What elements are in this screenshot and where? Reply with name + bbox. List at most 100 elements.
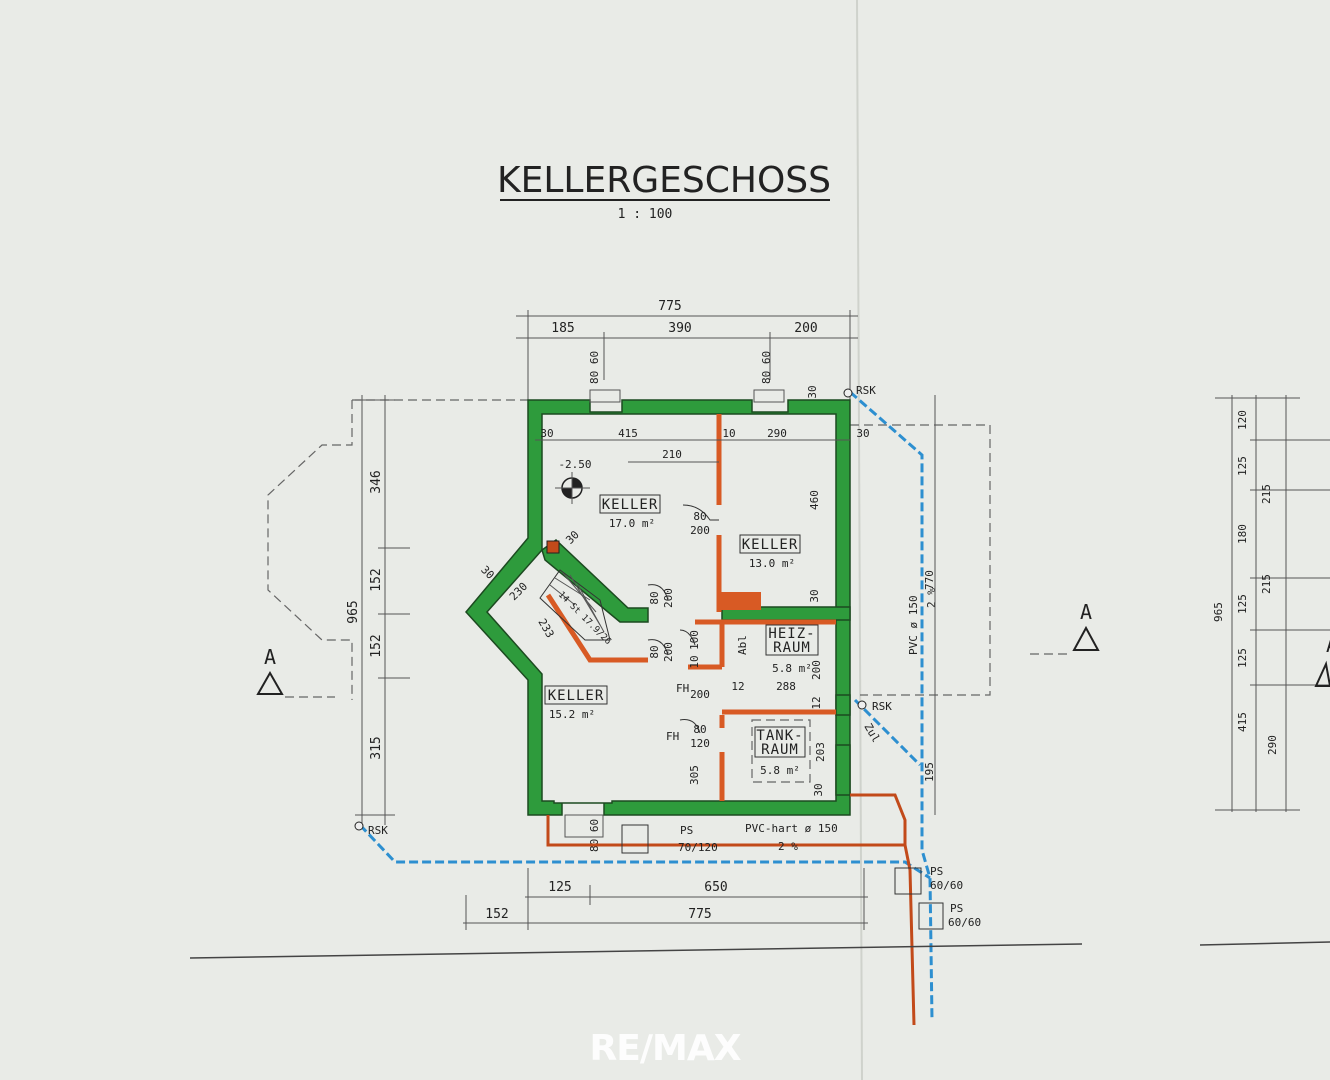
svg-text:125: 125 bbox=[1236, 456, 1249, 476]
ps-label-3: PS bbox=[950, 902, 963, 915]
ps-label-2: PS bbox=[930, 865, 943, 878]
room-name: KELLER bbox=[742, 537, 799, 553]
svg-text:305: 305 bbox=[688, 765, 701, 785]
svg-text:30: 30 bbox=[806, 385, 819, 398]
top-dimensions: 775 185 390 200 bbox=[516, 299, 858, 400]
dim-right-lower: 195 bbox=[923, 762, 936, 782]
room-keller-1: KELLER 17.0 m² bbox=[599, 494, 661, 530]
svg-text:415: 415 bbox=[618, 427, 638, 440]
vent-label-3: 80 60 bbox=[588, 819, 601, 852]
svg-text:10: 10 bbox=[688, 655, 701, 668]
section-mark-left: A bbox=[256, 645, 335, 698]
ground-line-right bbox=[1199, 941, 1330, 946]
svg-text:200: 200 bbox=[690, 688, 710, 701]
svg-text:120: 120 bbox=[690, 737, 710, 750]
pipe-labels: RSK RSK RSK PS 70/120 PVC-hart ø 150 2 %… bbox=[368, 384, 981, 929]
room-heizraum: HEIZ- RAUM 5.8 m² 288 bbox=[765, 624, 819, 693]
dim-top-1: 185 bbox=[551, 321, 574, 336]
room-name: KELLER bbox=[602, 497, 659, 513]
svg-text:80: 80 bbox=[693, 510, 706, 523]
vent-label-1: 80 60 bbox=[588, 351, 601, 384]
room-dimension: 203 bbox=[814, 742, 827, 762]
svg-text:30: 30 bbox=[812, 783, 825, 796]
section-label-right: A bbox=[1080, 600, 1092, 624]
dim-left-1: 346 bbox=[369, 470, 384, 493]
room-area: 13.0 m² bbox=[749, 557, 795, 570]
svg-text:460: 460 bbox=[808, 490, 821, 510]
room-name: KELLER bbox=[548, 688, 605, 704]
rsk-label-1: RSK bbox=[856, 384, 876, 397]
remax-watermark: RE/MAX bbox=[589, 1028, 742, 1069]
svg-text:30: 30 bbox=[856, 427, 869, 440]
room-name-line1: HEIZ- bbox=[768, 626, 815, 642]
level-mark: -2.50 bbox=[555, 458, 592, 504]
room-area: 15.2 m² bbox=[549, 708, 595, 721]
svg-text:200: 200 bbox=[690, 524, 710, 537]
dim-left-2: 152 bbox=[369, 568, 384, 591]
svg-text:120: 120 bbox=[1236, 410, 1249, 430]
pipes bbox=[354, 388, 944, 1026]
dim-bottom-total: 775 bbox=[688, 907, 711, 922]
room-name-line2: RAUM bbox=[761, 742, 799, 758]
abl-label: Abl bbox=[736, 635, 749, 655]
svg-text:415: 415 bbox=[1236, 712, 1249, 732]
dim-bottom-1: 125 bbox=[548, 880, 571, 895]
plan-scale: 1 : 100 bbox=[618, 207, 673, 222]
dim-top-2: 390 bbox=[668, 321, 691, 336]
svg-text:180: 180 bbox=[1236, 524, 1249, 544]
vent-label-2: 80 60 bbox=[760, 351, 773, 384]
dim-left-4: 315 bbox=[369, 736, 384, 759]
svg-text:210: 210 bbox=[662, 448, 682, 461]
rsk-label-3: RSK bbox=[872, 700, 892, 713]
fh-label-1: FH bbox=[676, 682, 689, 695]
svg-text:100: 100 bbox=[688, 630, 701, 650]
dim-left-3: 152 bbox=[369, 634, 384, 657]
tank-outline bbox=[751, 719, 811, 783]
room-area: 5.8 m² bbox=[760, 764, 800, 777]
fh-label-2: FH bbox=[666, 730, 679, 743]
section-label-far-right: A bbox=[1326, 633, 1330, 657]
dim-bottom-2: 650 bbox=[704, 880, 727, 895]
svg-text:215: 215 bbox=[1260, 574, 1273, 594]
dim-top-total: 775 bbox=[658, 299, 681, 314]
svg-text:200: 200 bbox=[662, 588, 675, 608]
ground-line bbox=[189, 943, 1083, 959]
section-dimensions-right: 965 120 125 180 125 125 415 215 215 290 … bbox=[1212, 395, 1330, 812]
dim-left-total: 965 bbox=[346, 600, 361, 623]
level-label: -2.50 bbox=[558, 458, 591, 471]
doors bbox=[647, 504, 719, 734]
svg-text:290: 290 bbox=[1266, 735, 1279, 755]
svg-text:12: 12 bbox=[810, 696, 823, 709]
svg-text:80: 80 bbox=[648, 591, 661, 604]
svg-text:10: 10 bbox=[722, 427, 735, 440]
room-keller-2: KELLER 13.0 m² bbox=[739, 534, 801, 570]
svg-text:30: 30 bbox=[563, 528, 582, 547]
svg-text:200: 200 bbox=[810, 660, 823, 680]
section-label-left: A bbox=[264, 645, 276, 669]
dim-right-total: 770 bbox=[923, 570, 936, 590]
svg-text:215: 215 bbox=[1260, 484, 1273, 504]
room-tankraum: TANK- RAUM 5.8 m² 203 bbox=[754, 726, 827, 777]
slope-label-bottom: 2 % bbox=[778, 840, 798, 853]
room-name-line2: RAUM bbox=[773, 640, 811, 656]
svg-text:12: 12 bbox=[731, 680, 744, 693]
room-dimension: 288 bbox=[776, 680, 796, 693]
svg-text:80: 80 bbox=[693, 723, 706, 736]
svg-text:290: 290 bbox=[767, 427, 787, 440]
ps-label-1: PS bbox=[680, 824, 693, 837]
pvc-hart-label: PVC-hart ø 150 bbox=[745, 822, 838, 835]
dim-bottom-left: 152 bbox=[485, 907, 508, 922]
svg-text:125: 125 bbox=[1236, 594, 1249, 614]
pvc-vertical-label: PVC ø 150 bbox=[907, 595, 920, 655]
bottom-dimensions: 125 650 152 775 bbox=[463, 868, 868, 930]
left-dimensions: 965 346 152 152 315 bbox=[346, 395, 410, 825]
right-dimensions: 770 195 bbox=[923, 395, 936, 815]
ps-size-1: 70/120 bbox=[678, 841, 718, 854]
room-name-line1: TANK- bbox=[756, 728, 803, 744]
svg-text:200: 200 bbox=[662, 642, 675, 662]
svg-text:125: 125 bbox=[1236, 648, 1249, 668]
paper-fold bbox=[856, 0, 863, 1080]
ps-size-2: 60/60 bbox=[930, 879, 963, 892]
rsk-label-2: RSK bbox=[368, 824, 388, 837]
section-mark-right: A bbox=[1030, 600, 1100, 655]
